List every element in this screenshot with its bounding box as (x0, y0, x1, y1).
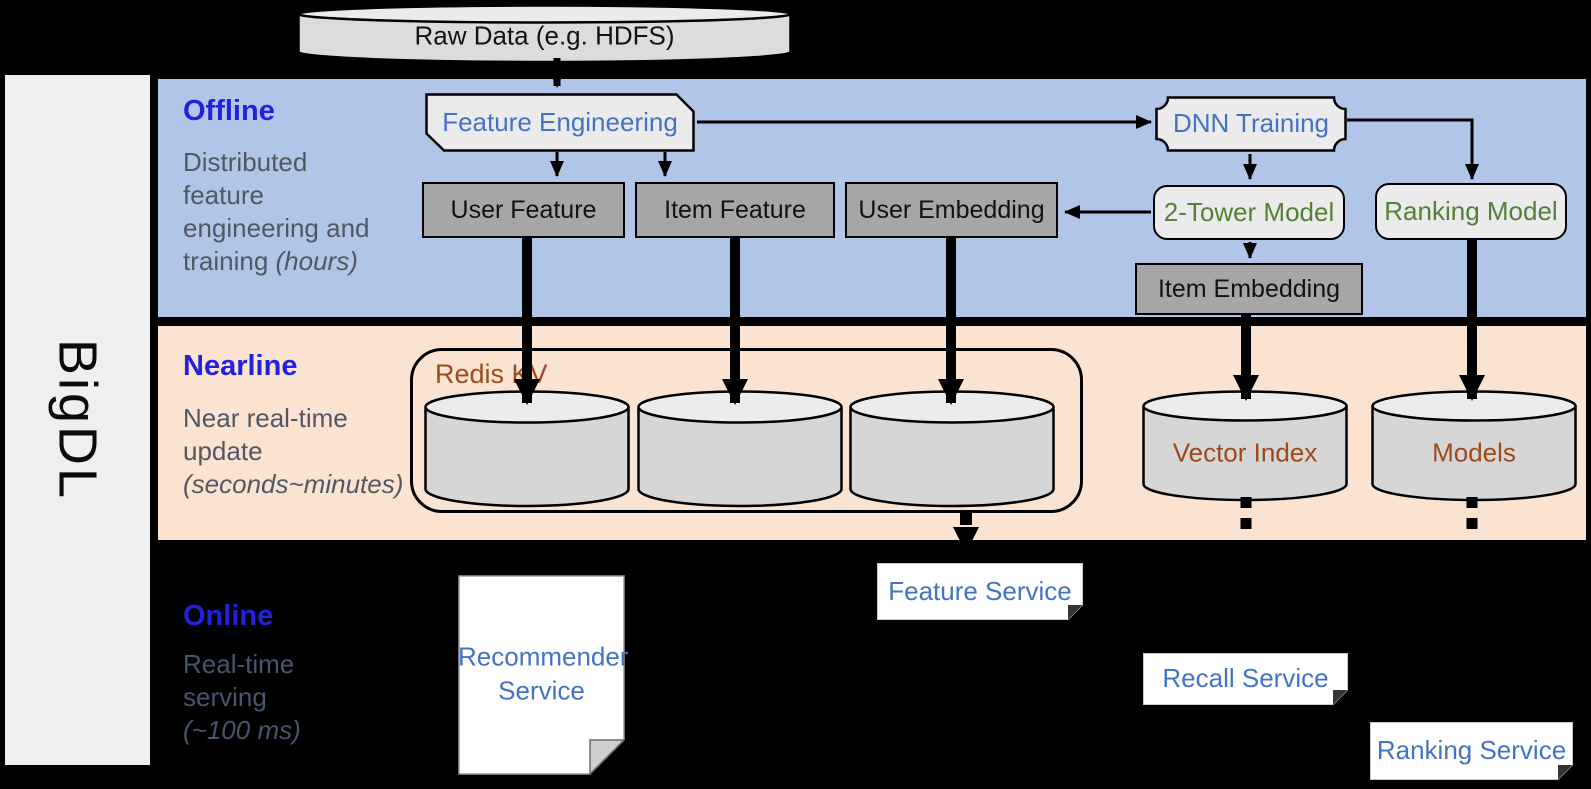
online-desc-italic: (~100 ms) (183, 715, 301, 745)
raw-data-label: Raw Data (e.g. HDFS) (414, 20, 675, 51)
redis-kv-label: Redis KV (435, 359, 548, 389)
item-embedding-label: Item Embedding (1157, 274, 1341, 303)
dnn-training-label: DNN Training (1172, 107, 1330, 138)
two-tower-model-node: 2-Tower Model (1153, 185, 1345, 240)
online-description: Real-time serving (~100 ms) (183, 648, 301, 747)
cylinder-shape (849, 390, 1055, 508)
two-tower-model-label: 2-Tower Model (1163, 197, 1335, 227)
folded-card-shape (877, 563, 1083, 620)
ranking-service-label: Ranking Service (1376, 734, 1567, 765)
document-shape (458, 575, 625, 775)
folded-card-shape (1370, 722, 1573, 780)
user-embedding-label: User Embedding (858, 195, 1045, 224)
recall-service-node: Recall Service (1143, 653, 1348, 705)
user-feature-label: User Feature (450, 195, 597, 224)
offline-title: Offline (183, 95, 275, 127)
ranking-service-node: Ranking Service (1370, 722, 1573, 780)
nearline-description: Near real-time update (seconds~minutes) (183, 402, 403, 501)
offline-desc-line4: training (hours) (183, 245, 370, 278)
offline-description: Distributed feature engineering and trai… (183, 146, 370, 278)
plaque-shape (1155, 96, 1347, 152)
feature-service-label: Feature Service (888, 575, 1072, 606)
ranking-model-label: Ranking Model (1384, 196, 1558, 226)
raw-data-store: Raw Data (e.g. HDFS) (297, 4, 792, 63)
snip-rect-shape (425, 93, 695, 152)
folded-card-shape (1143, 653, 1348, 705)
bigdl-logo-text: BigDL (47, 338, 108, 502)
item-feature-label: Item Feature (664, 195, 806, 224)
user-feature-node: User Feature (422, 182, 625, 238)
offline-desc-line2: feature (183, 180, 264, 210)
ranking-model-node: Ranking Model (1375, 183, 1567, 240)
kv-store-cylinder-1 (424, 390, 630, 508)
cylinder-shape (297, 4, 792, 63)
offline-desc-line3: engineering and (183, 213, 370, 243)
item-embedding-node: Item Embedding (1135, 263, 1363, 315)
vector-index-store: Vector Index (1142, 390, 1348, 502)
dnn-training-node: DNN Training (1155, 96, 1347, 152)
recommender-service-node: Recommender Service (458, 575, 629, 775)
recall-service-label: Recall Service (1162, 662, 1329, 693)
online-desc-line2: serving (183, 682, 267, 712)
nearline-desc-italic: (seconds~minutes) (183, 469, 404, 499)
bigdl-sidebar: BigDL (5, 75, 150, 765)
recommender-service-line2: Service (498, 675, 585, 706)
kv-store-cylinder-2 (637, 390, 843, 508)
online-desc-line1: Real-time (183, 649, 295, 679)
feature-engineering-label: Feature Engineering (442, 106, 678, 137)
feature-service-node: Feature Service (877, 563, 1083, 620)
kv-store-cylinder-3 (849, 390, 1055, 508)
cylinder-shape (1371, 390, 1577, 502)
nearline-desc-line2: update (183, 436, 263, 466)
offline-desc-italic: (hours) (275, 246, 358, 276)
nearline-desc-line1: Near real-time (183, 403, 348, 433)
models-label: Models (1432, 437, 1516, 468)
user-embedding-node: User Embedding (845, 182, 1058, 238)
offline-desc-line1: Distributed (183, 147, 308, 177)
item-feature-node: Item Feature (635, 182, 835, 238)
vector-index-label: Vector Index (1172, 437, 1318, 468)
recommender-service-line1: Recommender (458, 641, 629, 672)
models-store: Models (1371, 390, 1577, 502)
cylinder-shape (424, 390, 630, 508)
offline-desc-last: training (183, 246, 269, 276)
cylinder-shape (1142, 390, 1348, 502)
nearline-title: Nearline (183, 350, 298, 382)
recommender-service-label: Recommender Service (458, 640, 629, 708)
feature-engineering-node: Feature Engineering (425, 93, 695, 152)
cylinder-shape (637, 390, 843, 508)
online-title: Online (183, 600, 274, 632)
